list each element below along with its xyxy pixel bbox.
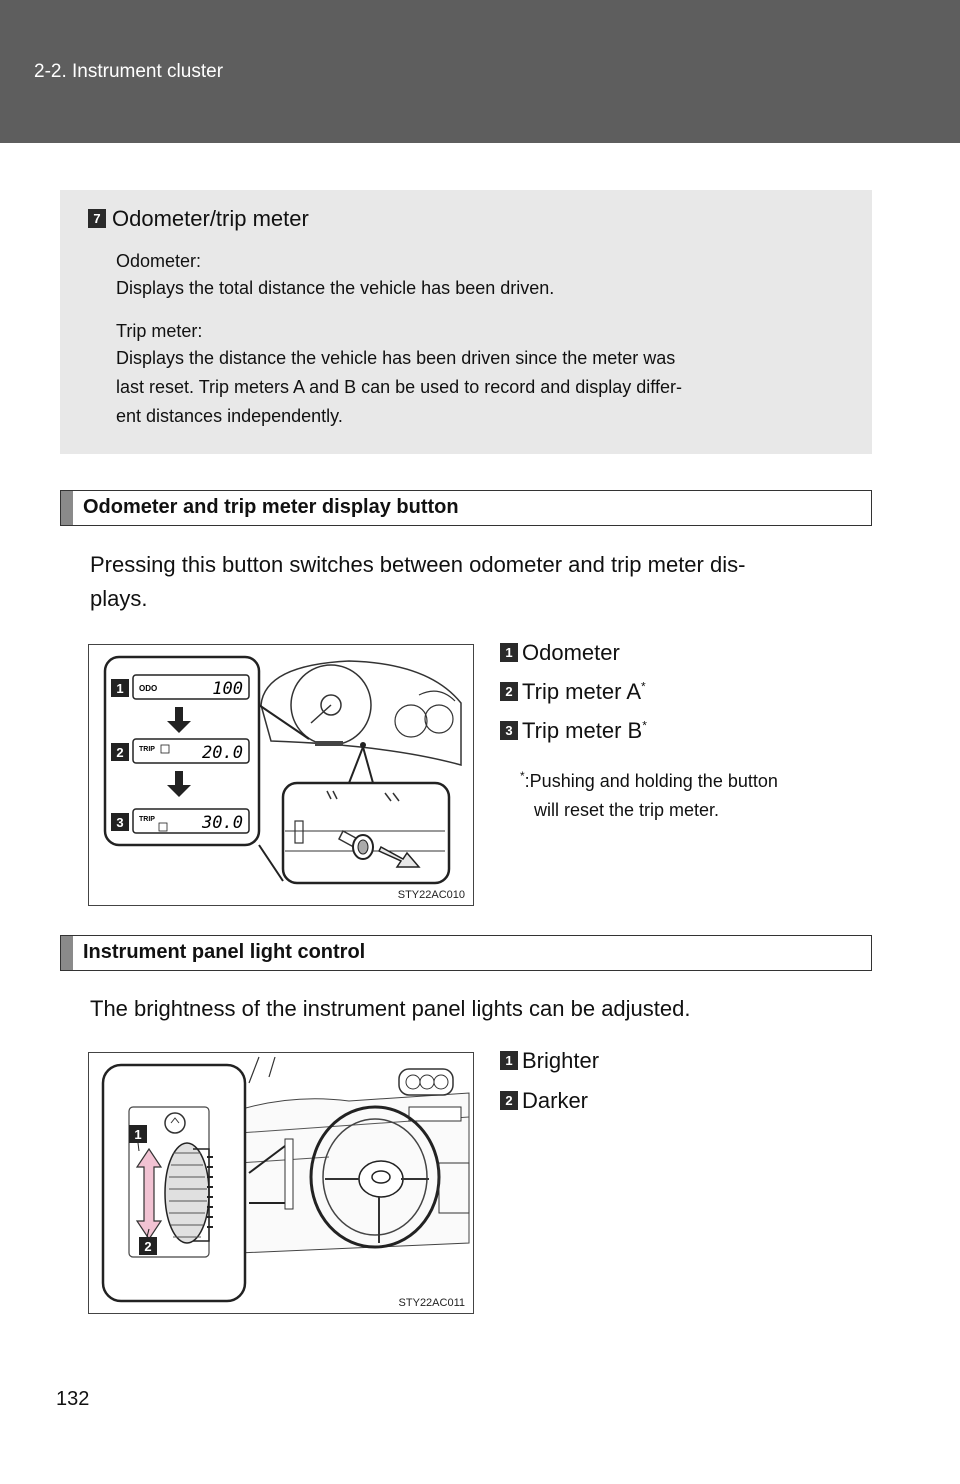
odometer-description: Displays the total distance the vehicle …: [116, 278, 555, 298]
footnote-line1: *:Pushing and holding the button: [520, 769, 778, 791]
figure-code: STY22AC010: [397, 889, 465, 901]
footnote-star: *: [641, 679, 646, 694]
page-number: 132: [56, 1388, 90, 1410]
section-heading-text: Instrument panel light control: [83, 941, 366, 963]
footnote-line2: will reset the trip meter.: [534, 800, 720, 820]
dimmer-illustration: 1 2: [101, 1056, 470, 1303]
legend-badge: 1: [500, 642, 518, 662]
info-box: 7 Odometer/trip meter Odometer: Displays …: [60, 190, 872, 454]
footnote-marker: *: [520, 769, 525, 783]
svg-text:1: 1: [116, 681, 123, 696]
legend-badge: 2: [500, 1090, 518, 1110]
display-value-trip-b: 30.0: [201, 813, 243, 833]
legend-text: Trip meter B: [522, 718, 643, 743]
svg-text:3: 3: [116, 815, 123, 830]
footnote: *:Pushing and holding the button will re…: [520, 762, 865, 825]
legend-text: Darker: [522, 1088, 589, 1113]
heading-accent-bar: [61, 936, 73, 970]
trip-meter-label: Trip meter:: [116, 321, 203, 341]
figure-panel-light-control: 1 2 STY22AC011: [88, 1052, 474, 1314]
section1-body-line1: Pressing this button switches between od…: [90, 552, 746, 577]
svg-text:2: 2: [116, 745, 123, 760]
svg-text:2: 2: [144, 1239, 151, 1254]
info-title: 7 Odometer/trip meter: [88, 206, 309, 232]
legend-text: Trip meter A: [522, 679, 641, 704]
footnote-star: *: [642, 718, 647, 733]
section2-body: The brightness of the instrument panel l…: [90, 996, 691, 1021]
legend-badge: 1: [500, 1050, 518, 1070]
display-value-odo: 100: [212, 679, 243, 699]
trip-meter-description-line3: ent distances independently.: [116, 406, 343, 426]
section-heading-odometer-button: Odometer and trip meter display button: [60, 490, 872, 526]
odometer-label: Odometer:: [116, 251, 202, 271]
item-number-badge: 7: [88, 208, 106, 228]
display-label-trip-a: TRIP: [139, 746, 155, 753]
display-label-odo: ODO: [139, 684, 157, 693]
trip-meter-description-line2: last reset. Trip meters A and B can be u…: [116, 377, 682, 397]
figure-code: STY22AC011: [398, 1297, 465, 1309]
svg-text:1: 1: [134, 1127, 141, 1142]
section-heading-text: Odometer and trip meter display button: [83, 496, 459, 518]
section-heading-panel-light: Instrument panel light control: [60, 935, 872, 971]
display-value-trip-a: 20.0: [202, 743, 243, 763]
odometer-illustration: 1 2 3 ODO 100 TRIP 20.0 TRIP 30.0: [103, 655, 462, 885]
section1-body-line2: plays.: [90, 586, 148, 611]
section-label: 2-2. Instrument cluster: [34, 61, 224, 82]
legend-text: Odometer: [522, 640, 620, 665]
figure-odometer-displays: 1 2 3 ODO 100 TRIP 20.0 TRIP 30.0: [88, 644, 474, 906]
legend-text: Brighter: [522, 1048, 600, 1073]
heading-accent-bar: [61, 491, 73, 525]
page-header: 2-2. Instrument cluster: [0, 0, 960, 143]
display-label-trip-b: TRIP: [139, 816, 155, 823]
info-title-text: Odometer/trip meter: [112, 206, 309, 231]
legend-badge: 3: [500, 720, 518, 740]
trip-meter-description-line1: Displays the distance the vehicle has be…: [116, 348, 676, 368]
legend-badge: 2: [500, 681, 518, 701]
